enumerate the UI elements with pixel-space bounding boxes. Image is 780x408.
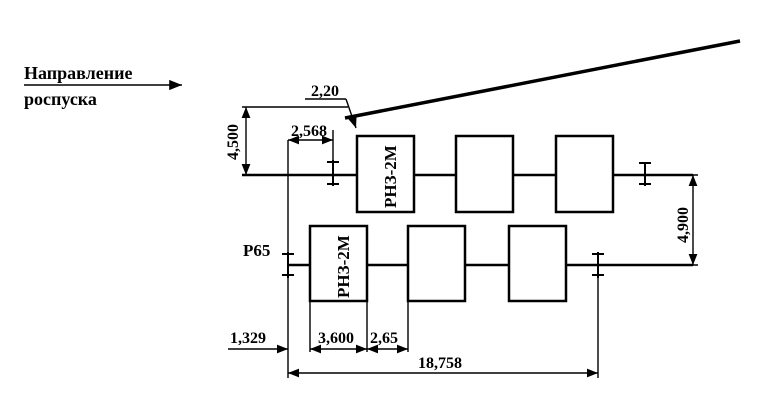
lower-retarder-block-3 — [507, 224, 568, 303]
upper-joint-left — [327, 160, 339, 186]
dim-retarder-offset: 2,568 — [288, 123, 334, 160]
direction-label-line1: Направление — [24, 63, 132, 83]
dim-height-upper: 4,500 — [225, 107, 251, 175]
dim-block-length-value: 3,600 — [318, 330, 354, 347]
dim-total-length: 18,758 — [288, 355, 598, 378]
dim-retarder-offset-value: 2,568 — [291, 123, 327, 140]
lower-retarder-label: РНЗ-2М — [334, 235, 353, 298]
upper-joint-right — [639, 162, 651, 186]
lower-retarder-block-2 — [406, 224, 467, 303]
dim-track-spacing: 4,900 — [675, 175, 698, 265]
dim-gap-slope-value: 2,20 — [311, 83, 339, 100]
upper-retarder-block-1 — [355, 134, 416, 214]
direction-label-line2: роспуска — [24, 89, 97, 109]
upper-retarder-block-2 — [454, 134, 515, 214]
dim-height-upper-value: 4,500 — [225, 124, 242, 160]
upper-retarder-label: РНЗ-2М — [381, 145, 400, 208]
lower-retarder-block-1 — [308, 224, 369, 303]
upper-track: РНЗ-2М — [242, 134, 693, 214]
dim-left-offset-value: 1,329 — [230, 330, 266, 347]
hump-slope-line — [344, 39, 741, 120]
lower-joint-right — [592, 252, 604, 278]
dim-total-length-value: 18,758 — [418, 355, 462, 372]
dim-gap-slope: 2,20 — [305, 83, 357, 129]
upper-retarder-block-3 — [554, 134, 615, 214]
direction-label: Направление роспуска — [24, 63, 182, 109]
lower-track: РНЗ-2М Р65 — [243, 224, 693, 303]
dim-track-spacing-value: 4,900 — [675, 207, 692, 243]
dim-block-gap-value: 2,65 — [370, 330, 398, 347]
dim-row-lower: 1,329 3,600 2,65 — [228, 330, 408, 354]
rail-type-label: Р65 — [243, 241, 270, 260]
extension-lines — [242, 106, 698, 378]
